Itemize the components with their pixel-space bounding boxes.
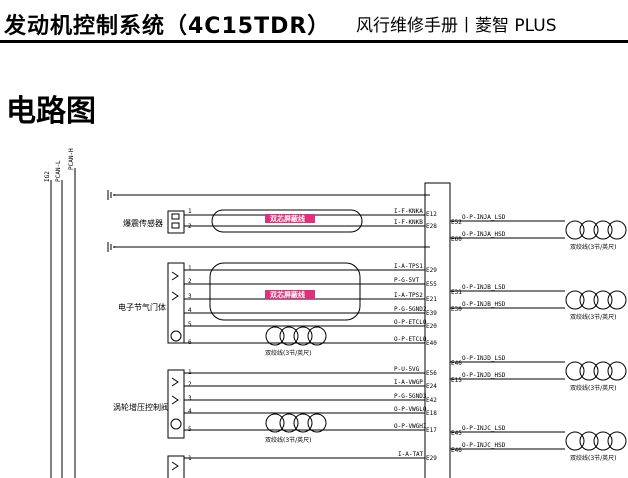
twisted-label: 双绞线(3节/英尺): [570, 384, 617, 392]
connector-pin: 1: [188, 265, 192, 272]
signal-pin: E45: [451, 430, 462, 437]
signal-name: P-U-5VG: [394, 366, 420, 373]
signal-name: I-F-KNKB: [394, 219, 423, 226]
signal-name: O-P-VWGLO: [394, 406, 427, 413]
signal-name: O-P-INJB_HSD: [462, 301, 506, 308]
connector-pin: 3: [188, 293, 192, 300]
twisted-pair: [565, 220, 627, 240]
throttle-body-label: 电子节气门体: [118, 302, 166, 312]
signal-name: I-A-TPS2: [394, 292, 423, 299]
signal-pin: E29: [426, 455, 437, 462]
signal-name: P-G-5VT: [394, 277, 420, 284]
signal-pin: E12: [426, 211, 437, 218]
signal-name: I-A-TAT: [398, 451, 424, 458]
rail-label-ig2: IG2: [44, 171, 51, 182]
twisted-label: 双绞线(3节/英尺): [570, 313, 617, 321]
signal-name: O-P-INJC_HSD: [462, 442, 506, 449]
signal-pin: E21: [426, 296, 437, 303]
signal-name: O-P-INJD_HSD: [462, 372, 506, 379]
header-subtitle: 风行维修手册丨菱智 PLUS: [356, 16, 557, 36]
twisted-label: 双绞线(3节/英尺): [570, 454, 617, 462]
signal-pin: E20: [426, 323, 437, 330]
throttle-body: 电子节气门体 1 2 3 4 5 6: [118, 262, 192, 346]
signal-name: O-P-VWGHI: [394, 423, 427, 430]
ground-symbol: [107, 242, 430, 252]
twisted-pair: [565, 361, 627, 381]
page-header: 发动机控制系统（4C15TDR） 风行维修手册丨菱智 PLUS: [0, 0, 628, 40]
twisted-pair: [565, 290, 627, 310]
knock-sensor-label: 爆震传感器: [123, 218, 163, 228]
connector-pin: 1: [188, 208, 192, 215]
power-rails: [50, 168, 76, 478]
signal-name: P-G-5GND3: [394, 393, 427, 400]
shield-label: 双芯屏蔽线: [270, 214, 305, 223]
twisted-label: 双绞线(3节/英尺): [265, 436, 312, 444]
twisted-pair: [265, 413, 327, 433]
shielded-cable: 双芯屏蔽线: [211, 209, 363, 233]
twisted-label: 双绞线(3节/英尺): [570, 243, 617, 251]
connector-pin: 3: [188, 395, 192, 402]
signal-pin: E55: [426, 281, 437, 288]
signal-name: O-P-ETCLO: [394, 319, 427, 326]
twisted-pair: [265, 326, 327, 346]
turbo-valve-label: 涡轮增压控制阀: [113, 402, 169, 412]
signal-pin: E28: [426, 223, 437, 230]
signal-pin: E46: [451, 447, 462, 454]
twisted-pair: [565, 431, 627, 451]
signal-pin: E24: [426, 383, 437, 390]
connector-pin: 2: [188, 381, 192, 388]
signal-name: O-P-INJC_LSD: [462, 425, 506, 432]
signal-pin: E40: [426, 340, 437, 347]
signal-pin: E18: [426, 410, 437, 417]
twisted-label: 双绞线(3节/英尺): [265, 349, 312, 357]
turbo-valve: 涡轮增压控制阀 1 2 3 4 5: [113, 369, 192, 439]
signal-pin: E56: [426, 370, 437, 377]
shield-label: 双芯屏蔽线: [270, 290, 305, 299]
signal-pin: E15: [451, 377, 462, 384]
ground-symbol: [107, 190, 430, 200]
signal-pin: E42: [426, 397, 437, 404]
ecu-block: [424, 182, 451, 478]
section-title: 电路图: [6, 94, 96, 129]
signal-pin: E30: [451, 306, 462, 313]
rail-label-pcan-l: PCAN-L: [55, 160, 62, 182]
signal-pin: E46: [451, 360, 462, 367]
signal-name: P-G-5GND2: [394, 306, 427, 313]
rail-labels: IG2 PCAN-L PCAN-H: [44, 148, 75, 182]
signal-name: O-P-INJA_HSD: [462, 231, 506, 238]
signal-name: O-P-ETCLO: [394, 336, 427, 343]
ecu-signal-labels: I-F-KNKA E12 I-F-KNKB E28 I-A-TPS1 E29 P…: [394, 208, 437, 462]
signal-name: O-P-INJB_LSD: [462, 284, 506, 291]
signal-pin: E52: [451, 219, 462, 226]
connector-pin: 5: [188, 321, 192, 328]
signal-pin: E39: [426, 310, 437, 317]
signal-pin: E31: [451, 289, 462, 296]
right-signal-labels: E52 O-P-INJA_LSD E60 O-P-INJA_HSD E31 O-…: [451, 214, 506, 454]
signal-pin: E29: [426, 267, 437, 274]
header-title: 发动机控制系统（4C15TDR）: [4, 14, 331, 39]
signal-pin: E60: [451, 236, 462, 243]
connector-pin: 2: [188, 278, 192, 285]
rail-label-pcan-h: PCAN-H: [68, 148, 75, 170]
signal-name: I-A-TPS1: [394, 263, 423, 270]
knock-sensor: 爆震传感器 1 2: [123, 208, 192, 234]
signal-pin: E17: [426, 427, 437, 434]
signal-name: O-P-INJD_LSD: [462, 355, 506, 362]
shielded-cable: 双芯屏蔽线: [209, 262, 361, 321]
connector-pin: 4: [188, 408, 192, 415]
connector-pin: 4: [188, 307, 192, 314]
signal-name: I-A-VWGP: [394, 379, 423, 386]
signal-name: O-P-INJA_LSD: [462, 214, 506, 221]
signal-name: I-F-KNKA: [394, 208, 423, 215]
header-rule: [0, 40, 628, 43]
